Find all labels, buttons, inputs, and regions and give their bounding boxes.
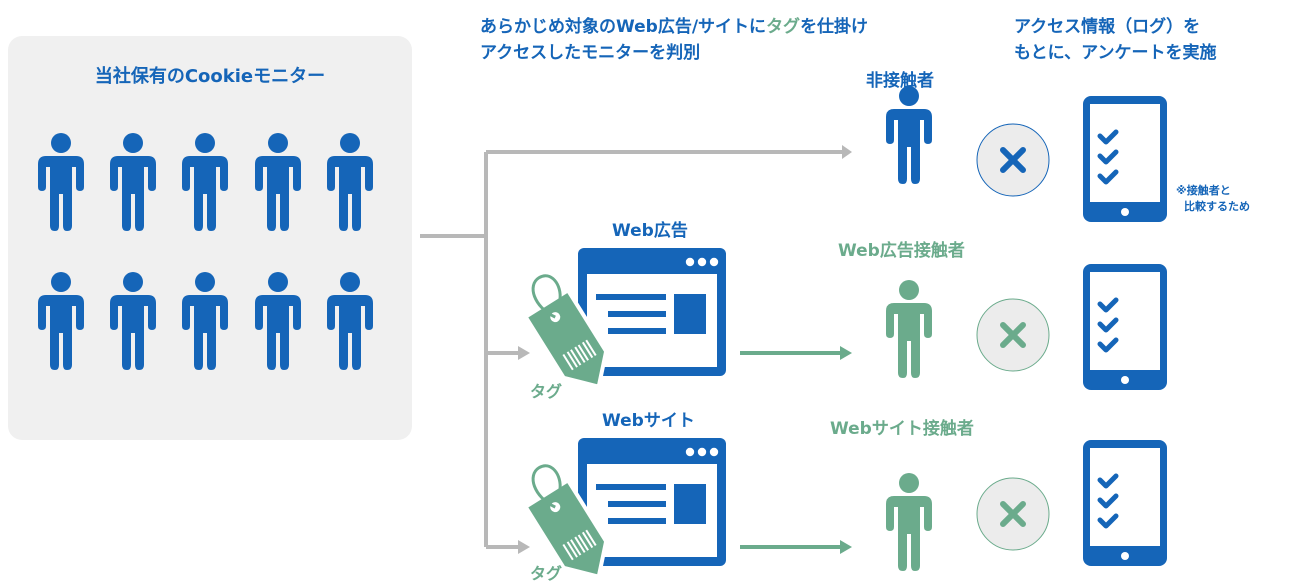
tag-label-site: タグ — [530, 564, 563, 583]
person-icon — [182, 133, 228, 231]
label-ad-contact: Web広告接触者 — [838, 241, 965, 261]
person-icon — [38, 133, 84, 231]
source-title-ad: Web広告 — [612, 221, 688, 241]
gray-arrowheads — [518, 145, 852, 554]
person-icon — [110, 133, 156, 231]
comparison-note: ※接触者と 比較するため — [1176, 183, 1250, 215]
person-icon — [886, 473, 932, 571]
cross-icon — [977, 299, 1049, 371]
source-title-site: Webサイト — [602, 411, 695, 431]
person-icon — [327, 133, 373, 231]
person-icon — [182, 272, 228, 370]
label-site-contact: Webサイト接触者 — [830, 419, 974, 439]
note-line2: 比較するため — [1184, 200, 1250, 213]
cross-icon — [977, 478, 1049, 550]
connector-lines — [420, 150, 848, 549]
arrow-icon — [840, 540, 852, 554]
note-line1: ※接触者と — [1176, 184, 1231, 197]
panel-title: 当社保有のCookieモニター — [94, 66, 326, 87]
header-left-tag-word: タグ — [766, 17, 801, 37]
smartphone-checklist-icon — [1083, 264, 1167, 390]
cross-icon — [977, 124, 1049, 196]
person-icon — [255, 133, 301, 231]
person-icon — [38, 272, 84, 370]
arrow-icon — [518, 540, 530, 554]
header-right-line2: もとに、アンケートを実施 — [1014, 43, 1217, 63]
arrow-icon — [518, 346, 530, 360]
arrow-icon — [842, 145, 852, 159]
monitor-people — [38, 133, 373, 370]
header-right-line1: アクセス情報（ログ）を — [1014, 17, 1201, 37]
header-left-line2: アクセスしたモニターを判別 — [480, 43, 701, 63]
person-icon — [327, 272, 373, 370]
arrow-icon — [840, 346, 852, 360]
smartphone-checklist-icon — [1083, 440, 1167, 566]
person-icon — [255, 272, 301, 370]
person-icon — [110, 272, 156, 370]
header-right-text: アクセス情報（ログ）を もとに、アンケートを実施 — [1014, 14, 1216, 66]
smartphone-checklist-icon — [1083, 96, 1167, 222]
header-left-line1-a: あらかじめ対象のWeb広告/サイトに — [480, 17, 767, 37]
monitor-panel — [8, 36, 412, 440]
person-icon — [886, 280, 932, 378]
green-arrows — [740, 346, 852, 554]
header-left-line1: あらかじめ対象のWeb広告/サイトにタグを仕掛け — [480, 14, 868, 40]
label-non-contact: 非接触者 — [866, 71, 934, 91]
header-left-line1-b: を仕掛け — [800, 17, 869, 37]
tag-label-ad: タグ — [530, 382, 563, 401]
person-icon — [886, 86, 932, 184]
header-left-text: あらかじめ対象のWeb広告/サイトにタグを仕掛け アクセスしたモニターを判別 — [480, 14, 868, 66]
